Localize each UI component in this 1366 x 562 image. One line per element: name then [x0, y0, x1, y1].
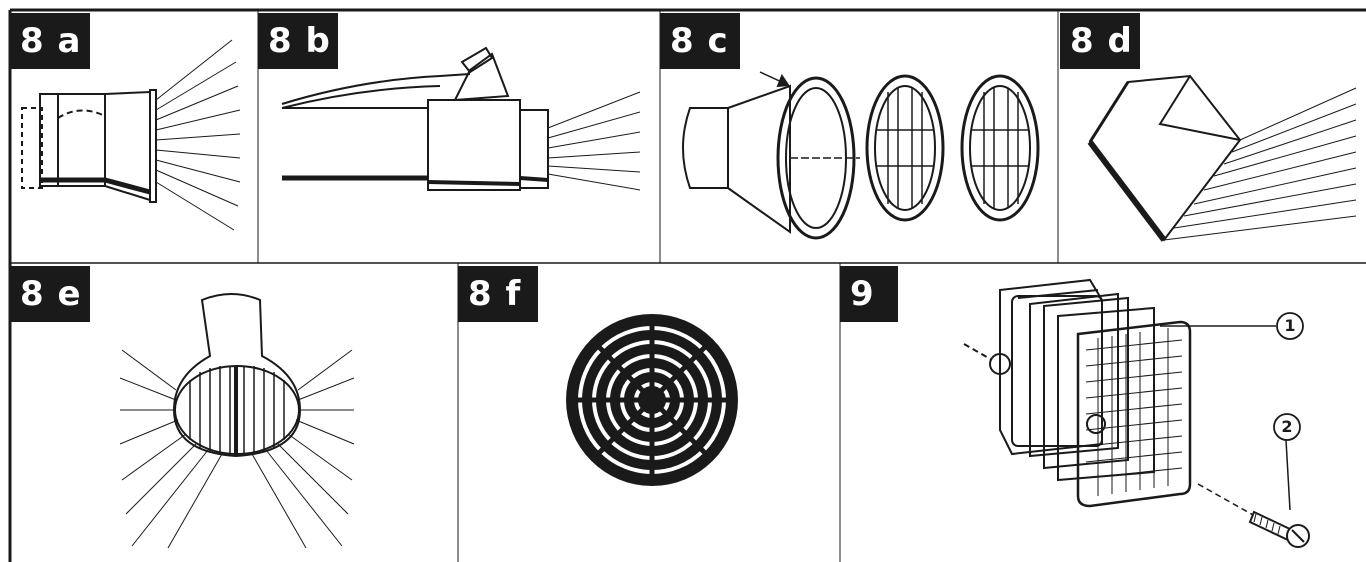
reducer-nozzle-icon	[21, 39, 241, 231]
callout-label-1: 1	[1284, 316, 1296, 335]
callout-label-2: 2	[1281, 417, 1293, 436]
panel-label-8d: 8 d	[1060, 13, 1140, 69]
spreader-nozzle-icon	[119, 293, 355, 549]
panel-label-8b: 8 b	[258, 13, 338, 69]
panel-label-8c: 8 c	[660, 13, 740, 69]
panel-label-8f: 8 f	[458, 266, 538, 322]
callout-circle-icon	[1273, 413, 1301, 441]
panel-label-8a: 8 a	[10, 13, 90, 69]
side-outlet-nozzle-icon	[281, 46, 641, 191]
panel-label-8e: 8 e	[10, 266, 90, 322]
callout-circle-icon	[1276, 312, 1304, 340]
panel-label-9: 9	[840, 266, 898, 322]
filter-assembly-icon	[963, 278, 1310, 548]
circular-grille-icon	[566, 314, 738, 486]
panel-frame	[8, 8, 1366, 562]
round-grille-nozzle-icon	[682, 71, 1040, 240]
flat-wide-nozzle-icon	[1087, 74, 1357, 242]
